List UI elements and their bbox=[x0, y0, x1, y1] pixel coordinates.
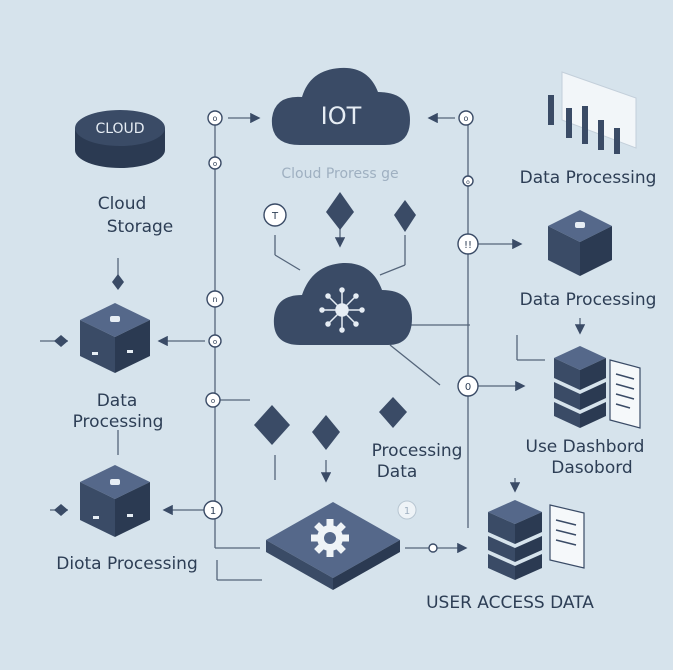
dashboard-caption: Use Dashbord bbox=[526, 437, 645, 457]
cube-node-left bbox=[80, 465, 150, 537]
data-processing-caption: Data Processing bbox=[520, 290, 657, 310]
connector-glyph: 1 bbox=[404, 506, 410, 517]
connector-glyph: n bbox=[212, 295, 217, 304]
cube-node-right bbox=[548, 210, 612, 276]
server-stack-dashboard bbox=[554, 346, 641, 429]
cloud-storage-caption: Storage bbox=[107, 217, 174, 237]
cloud-icon bbox=[271, 67, 410, 145]
cloud-storage-node: CLOUD bbox=[75, 110, 165, 168]
diamond-icon bbox=[54, 504, 68, 516]
gear-icon bbox=[311, 519, 349, 557]
connector-nodes: o o n o o 1 T o o !! 0 1 bbox=[203, 110, 479, 553]
connector-node bbox=[457, 233, 479, 255]
cube-node-left bbox=[80, 303, 150, 373]
processing-data-caption: Data bbox=[377, 462, 418, 482]
connector-glyph: o bbox=[211, 397, 215, 405]
connector-glyph: T bbox=[271, 211, 279, 222]
data-processing-caption: Processing bbox=[73, 412, 164, 432]
user-access-data-caption: USER ACCESS DATA bbox=[426, 593, 594, 613]
gear-tile-node bbox=[266, 502, 400, 590]
diamond-icon bbox=[312, 415, 340, 450]
connector-node bbox=[203, 500, 223, 520]
diamond-icon bbox=[326, 192, 354, 230]
connector-node bbox=[428, 543, 438, 553]
connector-node bbox=[205, 392, 221, 408]
iot-cloud-label: IOT bbox=[321, 102, 362, 130]
connector-node bbox=[208, 156, 222, 170]
connector-glyph: 1 bbox=[210, 506, 216, 517]
network-cloud-node bbox=[273, 262, 412, 345]
dashboard-caption: Dasobord bbox=[551, 458, 632, 478]
cloud-storage-caption: Cloud bbox=[98, 194, 147, 214]
document-icon bbox=[609, 359, 641, 429]
connector-node bbox=[208, 334, 222, 348]
bar-chart-icon bbox=[548, 71, 637, 154]
connector-node bbox=[457, 375, 479, 397]
diota-processing-caption: Diota Processing bbox=[56, 554, 197, 574]
connector-node bbox=[263, 203, 287, 227]
connector-glyph: !! bbox=[464, 240, 472, 251]
connector-node bbox=[207, 110, 223, 126]
connector-glyph: o bbox=[213, 114, 218, 123]
data-processing-caption: Data bbox=[97, 391, 138, 411]
connector-node bbox=[206, 290, 224, 308]
processing-data-caption: Processing bbox=[372, 441, 463, 461]
iot-cloud-node: IOT bbox=[271, 67, 410, 145]
diamond-icon bbox=[112, 274, 124, 290]
server-stack-bottom bbox=[488, 500, 585, 580]
diamond-icon bbox=[254, 405, 290, 445]
connector-glyph: o bbox=[213, 338, 217, 346]
diamond-icon bbox=[379, 397, 407, 428]
connector-node-faint bbox=[397, 500, 417, 520]
diamond-icon bbox=[54, 335, 68, 347]
diamond-icons bbox=[54, 192, 416, 516]
connector-glyph: o bbox=[464, 114, 469, 123]
cloud-storage-disk-label: CLOUD bbox=[95, 121, 144, 137]
connector-node bbox=[462, 175, 474, 187]
connector-node bbox=[458, 110, 474, 126]
connector-glyph: o bbox=[213, 160, 217, 168]
iot-faint-caption: Cloud Proress ge bbox=[281, 166, 398, 182]
connector-glyph: o bbox=[466, 179, 470, 186]
data-processing-caption: Data Processing bbox=[520, 168, 657, 188]
network-icon bbox=[319, 287, 365, 333]
diamond-icon bbox=[394, 200, 416, 232]
document-icon bbox=[549, 504, 585, 569]
connector-glyph: 0 bbox=[465, 382, 471, 393]
